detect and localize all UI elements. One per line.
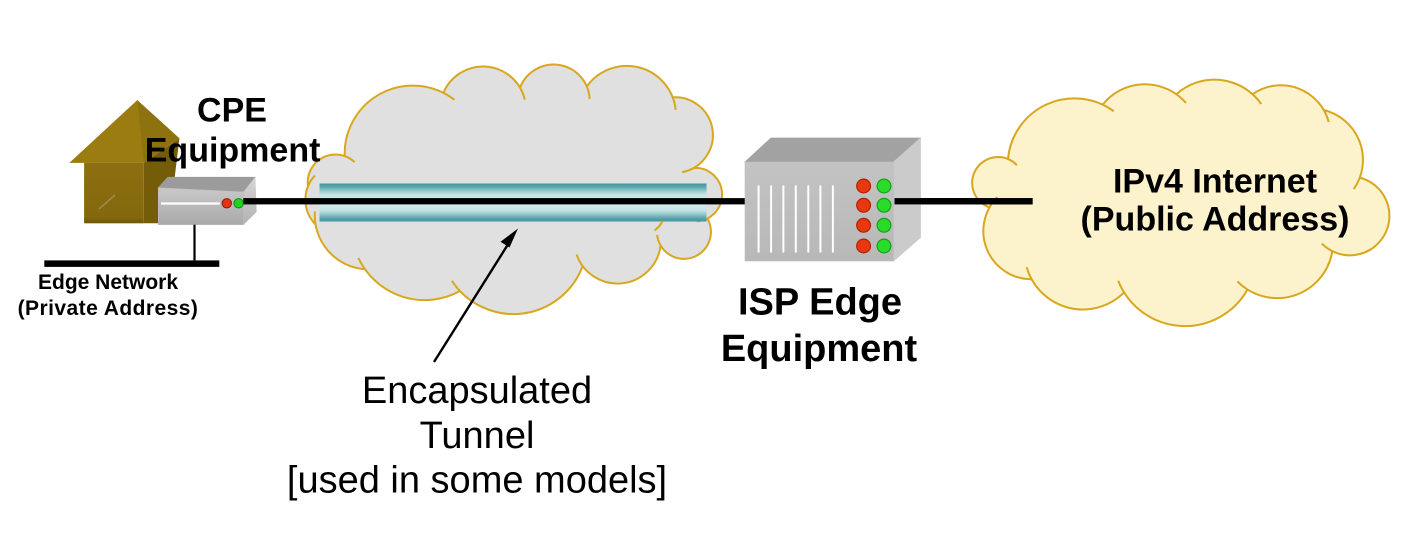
svg-text:IPv4 Internet: IPv4 Internet bbox=[1113, 163, 1317, 201]
svg-text:(Public Address): (Public Address) bbox=[1081, 201, 1350, 239]
svg-text:[used in some models]: [used in some models] bbox=[287, 460, 667, 502]
svg-text:(Private Address): (Private Address) bbox=[18, 297, 199, 320]
svg-text:Edge Network: Edge Network bbox=[38, 271, 178, 294]
svg-text:Encapsulated: Encapsulated bbox=[362, 370, 592, 412]
svg-text:ISP Edge: ISP Edge bbox=[738, 282, 902, 324]
svg-text:CPE: CPE bbox=[197, 91, 267, 129]
svg-text:Equipment: Equipment bbox=[721, 328, 918, 370]
svg-text:Tunnel: Tunnel bbox=[420, 415, 535, 457]
svg-text:Equipment: Equipment bbox=[145, 131, 321, 169]
